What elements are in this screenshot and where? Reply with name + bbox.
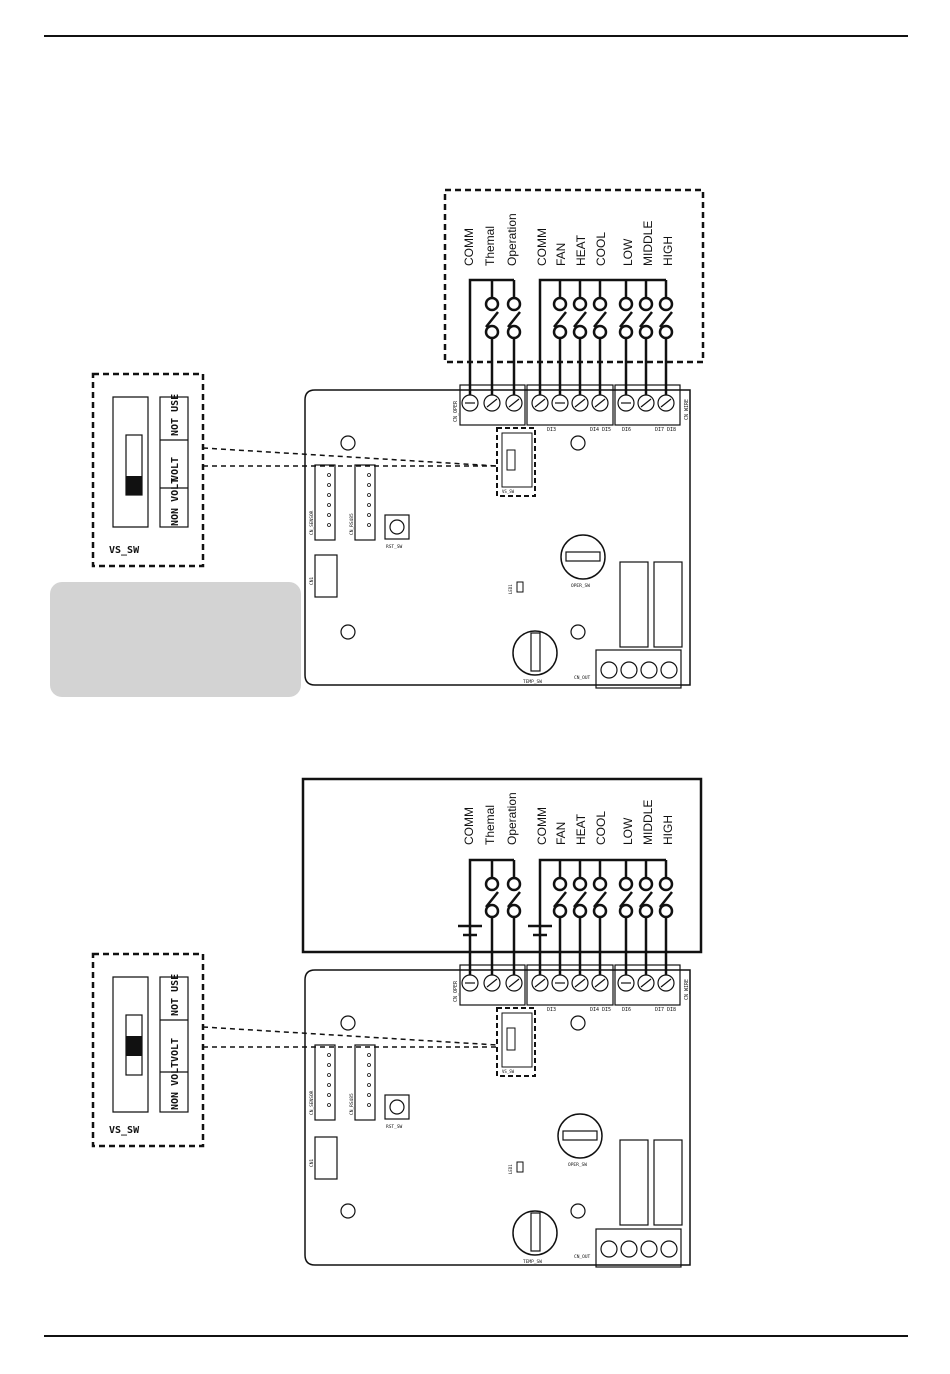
board-1-rst-sw: RST_SW — [386, 544, 403, 550]
board-1-cn1: CN1 — [309, 577, 315, 585]
board-2-cn-rs485: CN_RS485 — [349, 1093, 355, 1115]
board-1-di6: DI6 — [622, 427, 631, 433]
inset-2-volt: VOLT — [170, 1038, 181, 1062]
board-2-cn-oper: CN_OPER — [453, 980, 459, 1002]
switch-knob-volt — [126, 1036, 142, 1056]
label-heat: HEAT — [574, 234, 588, 266]
board-2-di3: DI3 — [547, 1007, 556, 1013]
wiring-group-2 — [458, 858, 674, 975]
bottom-rule — [44, 1335, 908, 1337]
inset-1-non-volt: NON VOLT — [170, 478, 181, 526]
board-1-oper-sw: OPER_SW — [571, 583, 590, 589]
board-2-cn-sensor: CN_SENSOR — [309, 1090, 315, 1115]
diagram-1: COMM Themal Operation COMM FAN HEAT COOL… — [91, 188, 705, 689]
board-2-di6: DI6 — [622, 1007, 631, 1013]
label-middle: MIDDLE — [641, 221, 655, 266]
board-2-cn-wire: CN_WIRE — [684, 979, 690, 1000]
vs-sw-inset-2: NOT USE VOLT NON VOLT VS_SW — [91, 952, 498, 1148]
board-1-di3: DI3 — [547, 427, 556, 433]
board-1-cn-rs485: CN_RS485 — [349, 513, 355, 535]
wiring-group-1 — [468, 278, 674, 395]
board-1-di7-di8: DI7 DI8 — [655, 427, 676, 433]
external-controller-box — [443, 188, 705, 364]
diagram-2: COMM Themal Operation COMM FAN HEAT COOL… — [91, 777, 703, 1268]
switch-knob-non-volt — [126, 476, 142, 495]
external-controller-box-2 — [301, 777, 703, 954]
board-2-vs-sw: VS_SW — [502, 1069, 515, 1074]
board-1-cn-out: CN_OUT — [574, 675, 591, 681]
label-high: HIGH — [661, 236, 675, 266]
board-1-temp-sw: TEMP_SW — [523, 679, 542, 685]
label2-comm-2: COMM — [535, 807, 549, 845]
signal-labels-2: COMM Themal Operation COMM FAN HEAT COOL… — [462, 792, 675, 845]
inset-2-non-volt: NON VOLT — [170, 1062, 181, 1110]
signal-labels: COMM Themal Operation COMM FAN HEAT COOL… — [462, 213, 675, 266]
board-1-cn-oper: CN_OPER — [453, 400, 459, 422]
board-2-temp-sw: TEMP_SW — [523, 1259, 542, 1265]
inset-1-volt: VOLT — [170, 457, 181, 481]
label-fan: FAN — [554, 243, 568, 266]
board-2-led: LED1 — [508, 1164, 513, 1174]
top-rule — [44, 35, 908, 37]
board-2-rst-sw: RST_SW — [386, 1124, 403, 1130]
label2-fan: FAN — [554, 822, 568, 845]
label2-operation: Operation — [505, 792, 519, 845]
gray-note-box — [50, 582, 301, 697]
pcb-board-1: CN_OPER CN_WIRE DI3 DI4 DI5 DI6 DI7 DI8 … — [304, 384, 691, 689]
label2-low: LOW — [621, 817, 635, 845]
inset-1-title: VS_SW — [109, 545, 140, 556]
inset-2-not-use: NOT USE — [170, 974, 181, 1016]
label-comm-1: COMM — [462, 228, 476, 266]
label-cool: COOL — [594, 232, 608, 266]
inset-1-not-use: NOT USE — [170, 394, 181, 436]
label2-themal: Themal — [483, 805, 497, 845]
board-1-di4-di5: DI4 DI5 — [590, 427, 611, 433]
board-1-cn-wire: CN_WIRE — [684, 399, 690, 420]
label2-comm-1: COMM — [462, 807, 476, 845]
label2-middle: MIDDLE — [641, 800, 655, 845]
board-1-cn-sensor: CN_SENSOR — [309, 510, 315, 535]
board-2-cn1: CN1 — [309, 1159, 315, 1167]
board-2-di4-di5: DI4 DI5 — [590, 1007, 611, 1013]
label-low: LOW — [621, 238, 635, 266]
label-comm-2: COMM — [535, 228, 549, 266]
board-1-vs-sw: VS_SW — [502, 489, 515, 494]
relay-contacts — [552, 280, 674, 395]
board-2-cn-out: CN_OUT — [574, 1254, 591, 1260]
label2-cool: COOL — [594, 811, 608, 845]
label-themal: Themal — [483, 226, 497, 266]
board-2-di7-di8: DI7 DI8 — [655, 1007, 676, 1013]
pcb-board-2: CN_OPER CN_WIRE DI3 DI4 DI5 DI6 DI7 DI8 … — [304, 964, 691, 1268]
board-2-oper-sw: OPER_SW — [568, 1162, 587, 1168]
label2-heat: HEAT — [574, 813, 588, 845]
inset-2-title: VS_SW — [109, 1125, 140, 1136]
label2-high: HIGH — [661, 815, 675, 845]
vs-sw-inset-1: NOT USE VOLT NON VOLT VS_SW — [91, 372, 498, 568]
board-1-led: LED1 — [508, 584, 513, 594]
label-operation: Operation — [505, 213, 519, 266]
